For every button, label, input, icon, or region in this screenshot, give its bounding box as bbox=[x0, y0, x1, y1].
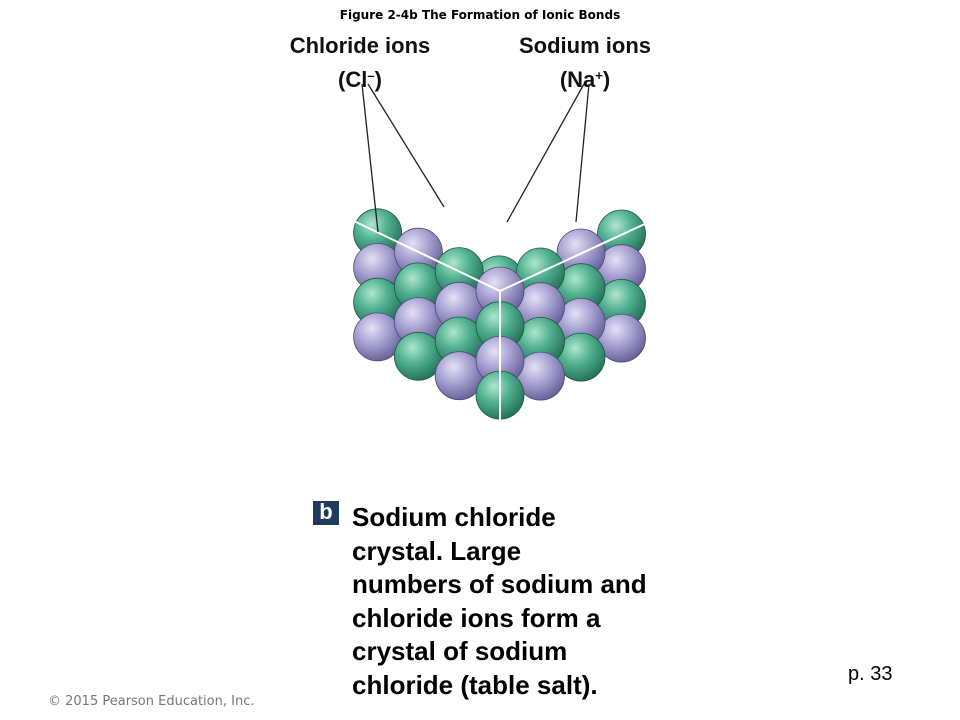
panel-label-badge: b bbox=[313, 501, 339, 525]
chloride-leader-line-2 bbox=[367, 83, 445, 208]
sodium-ions-name: Sodium ions bbox=[519, 33, 651, 58]
sodium-leader-line-2 bbox=[575, 83, 590, 223]
chloride-ions-label: Chloride ions (Cl–) bbox=[265, 31, 455, 95]
crystal-lattice-outline bbox=[336, 147, 663, 466]
chloride-leader-line-1 bbox=[361, 83, 379, 233]
chloride-ions-symbol: (Cl–) bbox=[338, 67, 382, 92]
page-reference: p. 33 bbox=[848, 663, 893, 685]
caption-line: numbers of sodium and bbox=[352, 569, 647, 599]
copyright-notice: © 2015 Pearson Education, Inc. bbox=[48, 694, 255, 709]
sodium-leader-line-1 bbox=[506, 83, 585, 223]
sodium-ions-label: Sodium ions (Na+) bbox=[495, 31, 675, 95]
sodium-ions-symbol: (Na+) bbox=[559, 67, 611, 92]
caption-line: Sodium chloride bbox=[352, 502, 556, 532]
figure-caption: Sodium chloride crystal. Large numbers o… bbox=[352, 501, 692, 702]
caption-line: crystal of sodium bbox=[352, 636, 568, 666]
leader-lines bbox=[361, 83, 590, 233]
caption-line: chloride ions form a bbox=[352, 602, 601, 633]
caption-line: crystal. Large bbox=[352, 535, 522, 566]
figure-title: Figure 2-4b The Formation of Ionic Bonds bbox=[339, 8, 621, 22]
caption-line: chloride (table salt). bbox=[352, 669, 598, 700]
chloride-ions-name: Chloride ions bbox=[289, 33, 431, 58]
